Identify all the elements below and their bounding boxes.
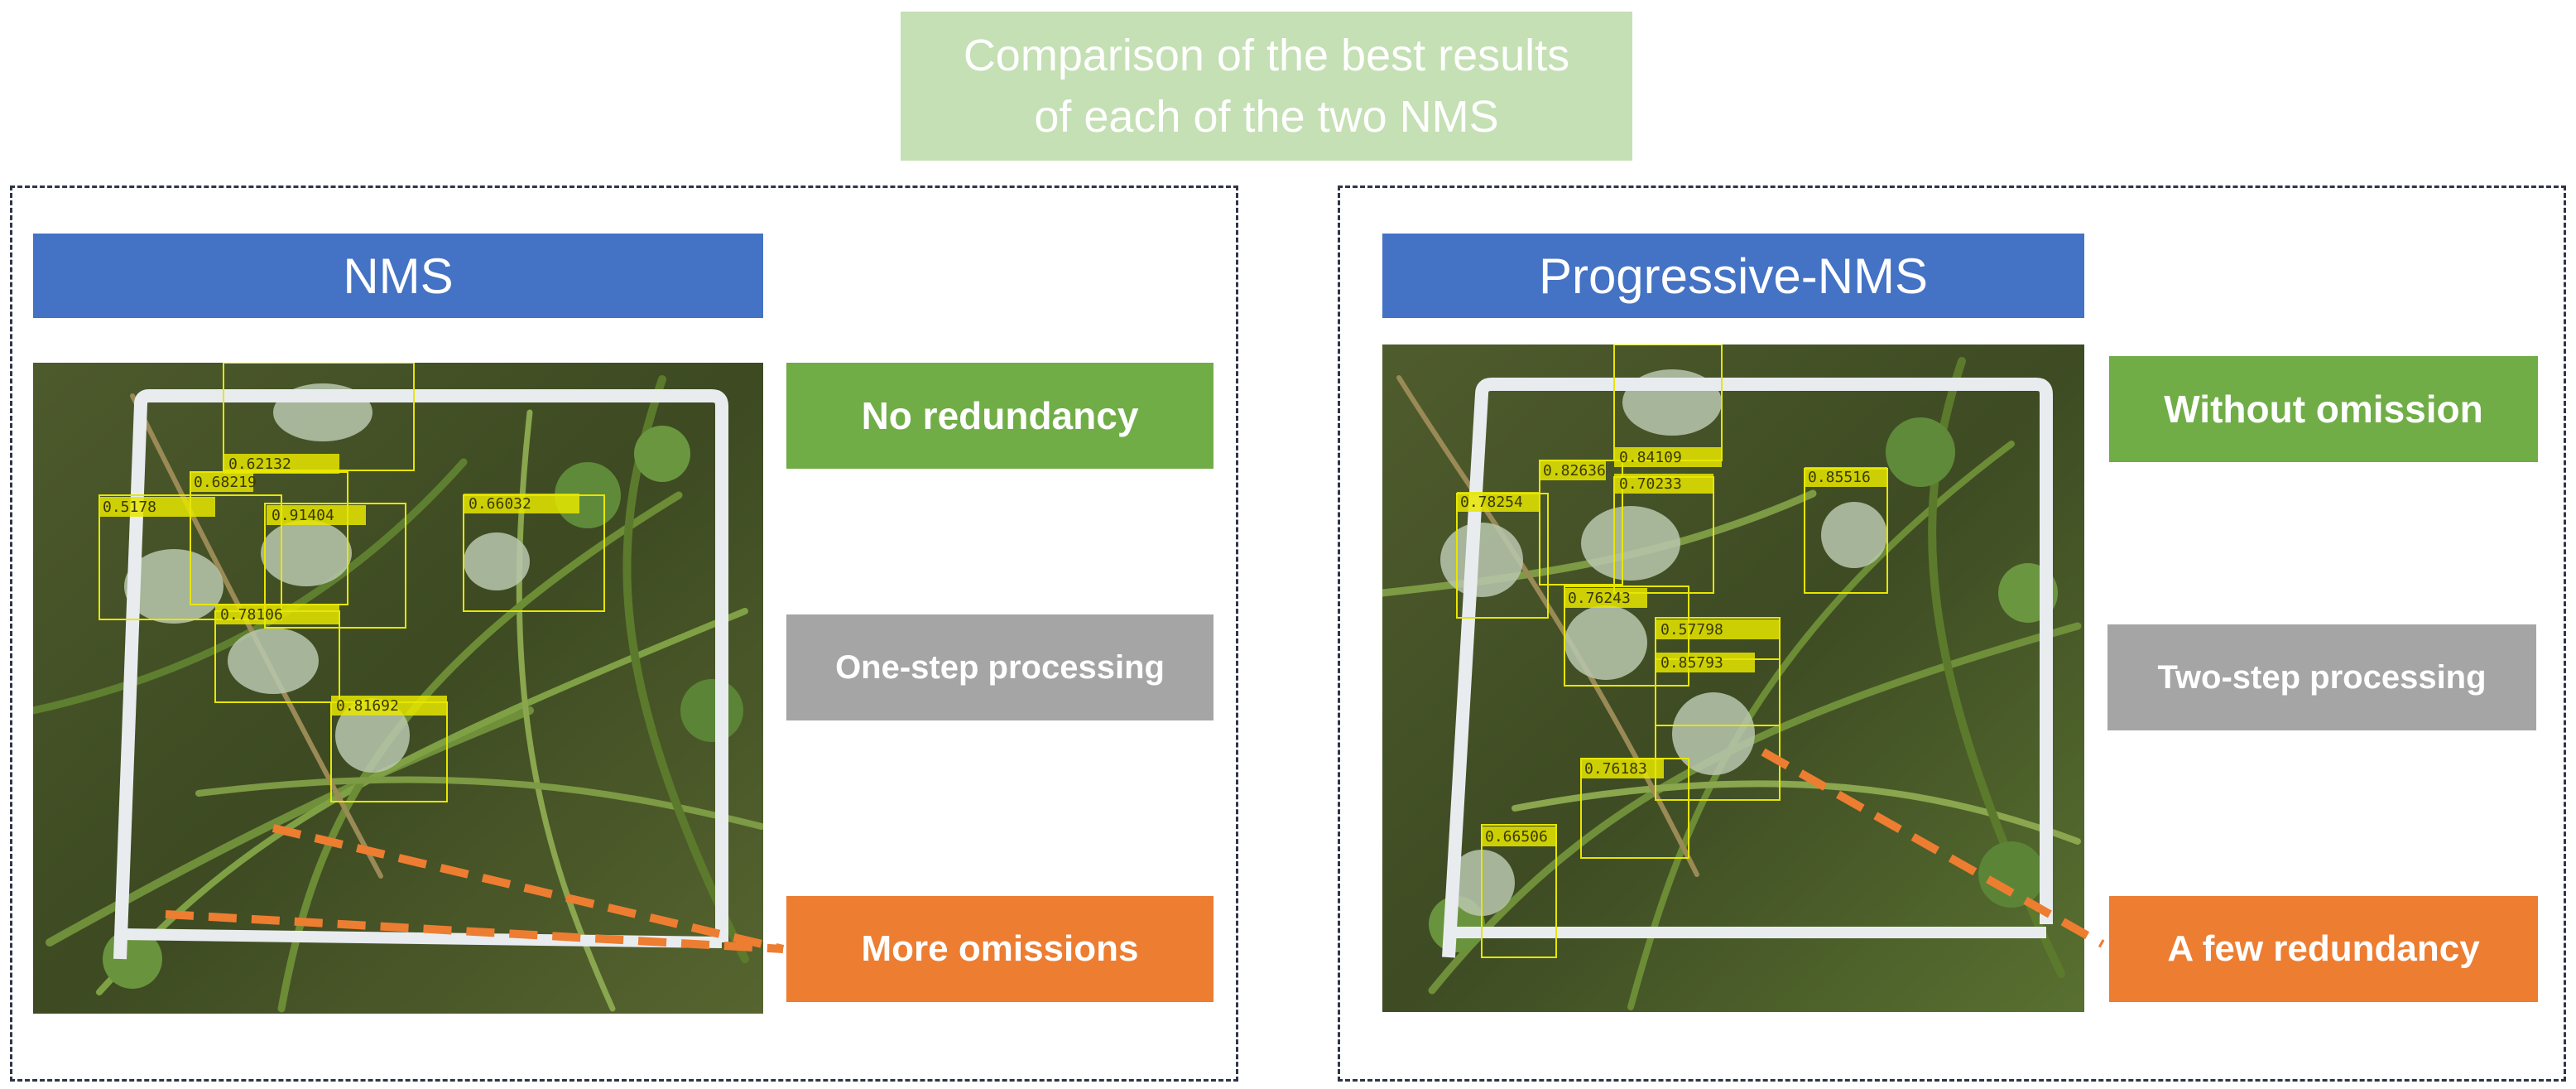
progressive-score-label: 0.82636 <box>1543 462 1606 479</box>
pvc-frame-bottom <box>119 928 723 948</box>
diagram-title: Comparison of the best results of each o… <box>901 12 1632 161</box>
nms-negative-tag: More omissions <box>786 896 1214 1002</box>
nms-score-label: 0.62132 <box>228 455 291 473</box>
progressive-score-label: 0.85793 <box>1660 654 1723 672</box>
progressive-score-label: 0.76243 <box>1568 590 1631 607</box>
nms-score-label: 0.91404 <box>272 507 334 524</box>
progressive-photo-svg: 0.82636 0.84109 0.70233 0.78254 0.85516 … <box>1382 345 2084 1012</box>
weed-clusters <box>1440 369 1887 916</box>
progressive-nms-header: Progressive-NMS <box>1382 234 2084 318</box>
progressive-nms-detection-photo: 0.82636 0.84109 0.70233 0.78254 0.85516 … <box>1382 345 2084 1012</box>
nms-panel <box>10 186 1238 1082</box>
progressive-score-label: 0.85516 <box>1808 469 1871 486</box>
progressive-positive-tag: Without omission <box>2109 356 2538 462</box>
nms-score-label: 0.68219 <box>194 474 257 491</box>
nms-score-label: 0.66032 <box>469 495 531 513</box>
nms-process-tag: One-step processing <box>786 614 1214 720</box>
nms-score-label: 0.5178 <box>103 499 156 516</box>
progressive-nms-panel <box>1338 186 2566 1082</box>
nms-header: NMS <box>33 234 763 318</box>
progressive-score-label: 0.78254 <box>1460 494 1523 511</box>
nms-photo-svg: 0.62132 0.68219 0.5178 0.91404 0.66032 0… <box>33 363 763 1014</box>
nms-score-label: 0.81692 <box>336 697 399 715</box>
title-line-2: of each of the two NMS <box>1034 92 1499 142</box>
weed-clusters <box>124 383 530 773</box>
title-line-1: Comparison of the best results <box>963 31 1570 80</box>
progressive-score-label: 0.84109 <box>1619 449 1682 466</box>
pvc-frame <box>113 389 728 960</box>
progressive-score-label: 0.76183 <box>1584 760 1647 778</box>
progressive-process-tag: Two-step processing <box>2107 624 2536 730</box>
progressive-detection-labels: 0.82636 0.84109 0.70233 0.78254 0.85516 … <box>1457 447 1887 846</box>
progressive-negative-tag: A few redundancy <box>2109 896 2538 1002</box>
progressive-score-label: 0.66506 <box>1485 828 1548 846</box>
progressive-score-label: 0.57798 <box>1660 621 1723 638</box>
progressive-score-label: 0.70233 <box>1619 475 1682 493</box>
nms-detection-labels: 0.62132 0.68219 0.5178 0.91404 0.66032 0… <box>99 454 579 716</box>
nms-detection-photo: 0.62132 0.68219 0.5178 0.91404 0.66032 0… <box>33 363 763 1014</box>
nms-positive-tag: No redundancy <box>786 363 1214 469</box>
nms-score-label: 0.78106 <box>220 606 283 624</box>
pvc-frame <box>1442 378 2053 958</box>
